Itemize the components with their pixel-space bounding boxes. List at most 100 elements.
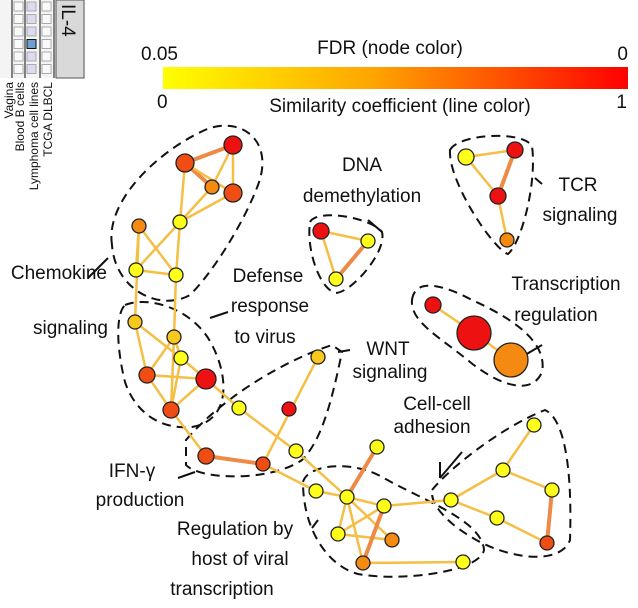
- network-node: [131, 218, 147, 234]
- network-edge: [450, 498, 498, 520]
- label-defense-1: Defense: [233, 266, 304, 287]
- network-node: [330, 526, 346, 542]
- label-chemokine-2: signaling: [33, 318, 108, 339]
- network-edge: [178, 162, 187, 223]
- heatmap-cell: [13, 64, 24, 74]
- fdr-legend-title: FDR (node color): [317, 38, 463, 59]
- network-node: [166, 329, 182, 345]
- outline-dna: [308, 214, 384, 295]
- network-edge: [179, 186, 213, 223]
- label-viral-2: host of viral: [191, 549, 288, 570]
- label-dna-1: DNA: [342, 155, 382, 176]
- network-edge: [383, 498, 452, 508]
- heatmap-cell: [41, 14, 52, 24]
- row-label-vagina: Vagina: [2, 82, 16, 119]
- outline-tcr: [448, 134, 534, 256]
- row-label-tcga-dlbcl: TCGA DLBCL: [41, 82, 55, 157]
- row-label-blood-b-cells: Blood B cells: [13, 82, 27, 151]
- cluster-outlines: [110, 124, 572, 578]
- label-tcr-1: TCR: [558, 175, 597, 196]
- network-edge: [362, 560, 464, 565]
- heatmap-cell: [26, 39, 37, 49]
- label-defense-2: response: [231, 296, 309, 317]
- network-node: [424, 296, 442, 314]
- network-node: [223, 135, 243, 155]
- network-edge: [346, 496, 393, 541]
- color-legend: FDR (node color) 0.05 0 0 Similarity coe…: [141, 38, 628, 117]
- heatmap-cell: [41, 51, 52, 62]
- label-chemokine-1: Chemokine: [11, 263, 107, 284]
- network-nodes: [127, 135, 560, 571]
- label-ifn-1: IFN-γ: [109, 461, 156, 482]
- heatmap-cell: [26, 51, 37, 62]
- network-node: [489, 187, 507, 205]
- outline-defense: [117, 300, 225, 429]
- label-dna-2: demethylation: [303, 186, 421, 207]
- network-node: [493, 342, 529, 378]
- network-node: [355, 555, 371, 571]
- heatmap-fragment: IL-4 Vagina Blood B cells Lymphoma cell …: [0, 0, 85, 190]
- label-tcr-2: signaling: [543, 205, 618, 226]
- network-edge: [172, 274, 178, 338]
- network-node: [489, 510, 505, 526]
- heatmap-cell: [13, 14, 24, 24]
- network-node: [456, 315, 492, 351]
- network-node: [544, 482, 560, 498]
- network-node: [443, 492, 459, 508]
- network-node: [195, 368, 217, 390]
- label-adhesion-1: Cell-cell: [403, 394, 471, 415]
- network-node: [281, 401, 297, 417]
- network-edge: [238, 407, 297, 452]
- fdr-max-label: 0: [617, 44, 628, 65]
- network-node: [288, 443, 304, 459]
- color-gradient-bar: [163, 67, 628, 89]
- network-edge: [545, 489, 554, 544]
- network-edge: [501, 424, 536, 471]
- label-viral-3: transcription: [170, 579, 274, 600]
- heatmap-cell: [26, 14, 37, 24]
- network-edge: [169, 357, 183, 411]
- network-edge: [133, 321, 149, 376]
- network-node: [175, 153, 195, 173]
- network-node: [127, 314, 143, 330]
- network-node: [455, 554, 471, 570]
- network-node: [255, 456, 271, 472]
- network-edge: [138, 225, 177, 276]
- network-node: [376, 498, 392, 514]
- network-node: [168, 267, 184, 283]
- label-transcription-1: Transcription: [511, 274, 620, 295]
- heatmap-cell: [41, 64, 52, 74]
- cluster-labels: Chemokine signaling DNA demethylation TC…: [11, 155, 621, 600]
- label-wnt-2: signaling: [353, 362, 428, 383]
- network-node: [204, 179, 220, 195]
- heatmap-cell: [41, 39, 52, 49]
- label-wnt-1: WNT: [366, 339, 410, 360]
- il4-header-cell: [55, 0, 85, 79]
- outline-transcription: [410, 284, 544, 387]
- network-edge: [450, 468, 504, 502]
- label-adhesion-2: adhesion: [393, 417, 470, 438]
- network-edge: [170, 409, 207, 457]
- heatmap-cell: [13, 51, 24, 62]
- network-node: [172, 214, 188, 230]
- similarity-max-label: 1: [616, 92, 627, 113]
- heatmap-cell: [13, 39, 24, 49]
- network-node: [312, 222, 330, 240]
- network-edge: [169, 336, 176, 411]
- network-edge: [345, 496, 365, 564]
- label-transcription-2: regulation: [514, 305, 597, 326]
- network-node: [506, 141, 524, 159]
- network-node: [310, 349, 326, 365]
- network-node: [360, 233, 376, 249]
- network-edge: [174, 221, 182, 276]
- leader-lines: [87, 177, 543, 529]
- row-label-lymphoma-cell-lines: Lymphoma cell lines: [27, 82, 41, 190]
- network-node: [162, 401, 180, 419]
- network-node: [526, 417, 542, 433]
- fdr-min-label: 0.05: [141, 44, 178, 65]
- network-edge: [361, 505, 386, 564]
- network-node: [197, 447, 215, 465]
- network-node: [339, 489, 355, 505]
- similarity-min-label: 0: [157, 92, 168, 113]
